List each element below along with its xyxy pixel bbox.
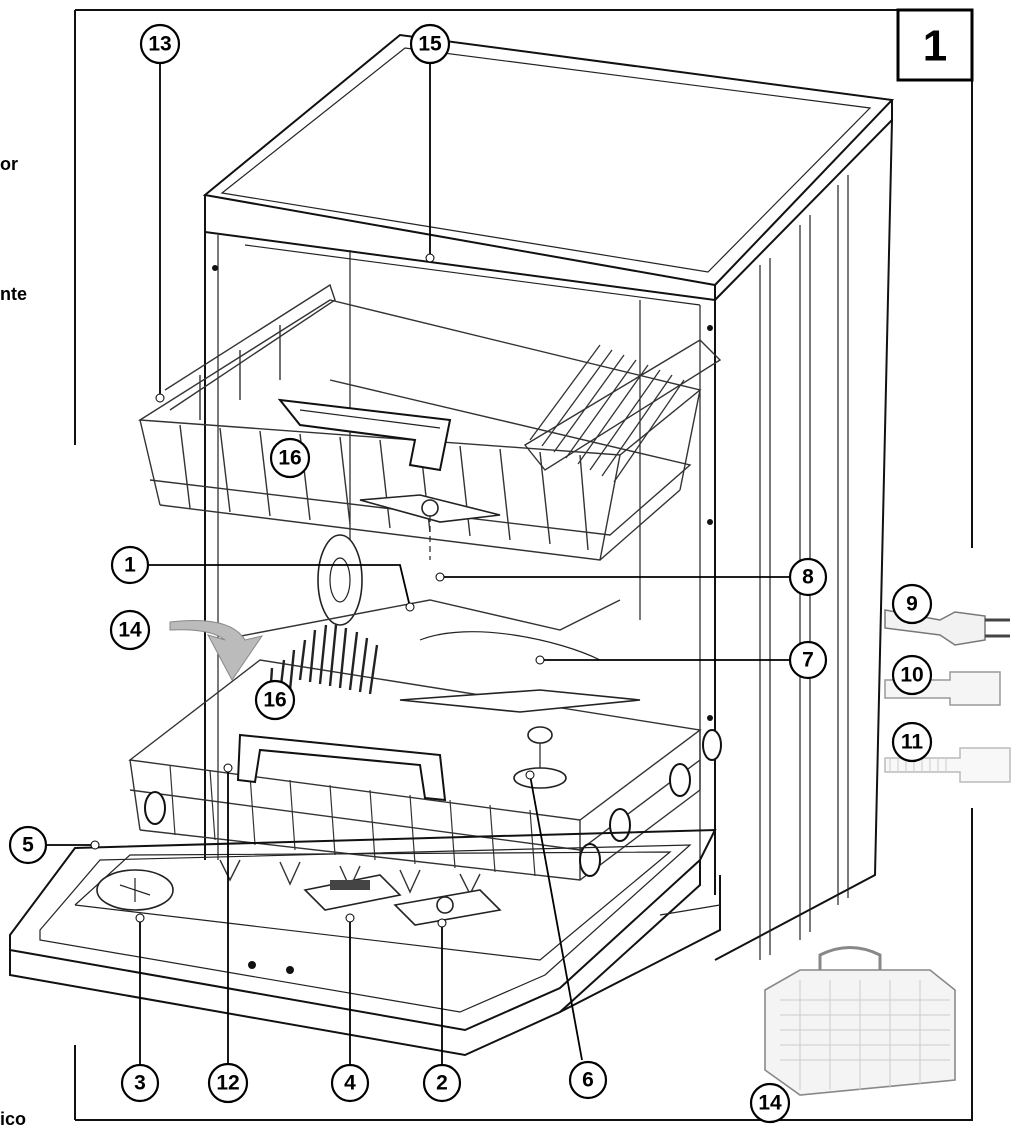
svg-text:14: 14 — [118, 619, 142, 642]
callout-4: 4 — [330, 1063, 370, 1103]
svg-text:15: 15 — [418, 33, 442, 56]
figure-number-box: 1 — [896, 8, 974, 82]
cutlery-basket — [764, 946, 956, 1096]
callout-1: 1 — [110, 545, 150, 585]
svg-text:6: 6 — [582, 1069, 594, 1092]
callout-14-top: 14 — [109, 609, 151, 651]
callout-14-bottom: 14 — [749, 1082, 791, 1124]
lower-basket — [128, 599, 722, 896]
upper-spray-arm — [359, 494, 501, 560]
edge-text-top: or — [0, 154, 18, 174]
insert-arrow — [169, 619, 264, 681]
svg-text:10: 10 — [900, 664, 923, 687]
svg-text:4: 4 — [344, 1072, 356, 1095]
svg-text:3: 3 — [134, 1072, 146, 1095]
callout-13: 13 — [139, 23, 181, 65]
callout-2: 2 — [422, 1063, 462, 1103]
svg-text:1: 1 — [124, 554, 136, 577]
svg-text:5: 5 — [22, 834, 34, 857]
svg-text:2: 2 — [436, 1072, 448, 1095]
callout-9: 9 — [891, 583, 933, 625]
callout-16-upper: 16 — [269, 437, 311, 479]
callout-5: 5 — [8, 825, 48, 865]
open-door — [9, 828, 721, 1057]
svg-text:12: 12 — [216, 1072, 239, 1095]
callout-11: 11 — [891, 721, 933, 763]
svg-text:16: 16 — [263, 689, 286, 712]
back-fan — [317, 534, 363, 626]
svg-text:14: 14 — [758, 1092, 782, 1115]
drain-hose — [884, 747, 1011, 783]
svg-text:16: 16 — [278, 447, 301, 470]
svg-text:7: 7 — [802, 649, 814, 672]
figure-number: 1 — [923, 22, 947, 71]
leader-lines — [44, 60, 790, 1065]
callout-16-lower: 16 — [254, 679, 296, 721]
upper-basket — [137, 283, 722, 561]
svg-text:8: 8 — [802, 566, 814, 589]
dishwasher-body — [202, 33, 895, 961]
callout-7: 7 — [788, 640, 828, 680]
callout-3: 3 — [120, 1063, 160, 1103]
callout-15: 15 — [409, 23, 451, 65]
callout-6: 6 — [568, 1060, 608, 1100]
edge-text-middle: nte — [0, 284, 27, 304]
callout-8: 8 — [788, 557, 828, 597]
edge-text-bottom: ico — [0, 1109, 26, 1129]
callout-12: 12 — [207, 1062, 249, 1104]
leader-dots — [90, 253, 545, 928]
svg-text:13: 13 — [148, 33, 171, 56]
svg-text:9: 9 — [906, 593, 918, 616]
callout-10: 10 — [891, 654, 933, 696]
svg-text:11: 11 — [901, 731, 924, 754]
